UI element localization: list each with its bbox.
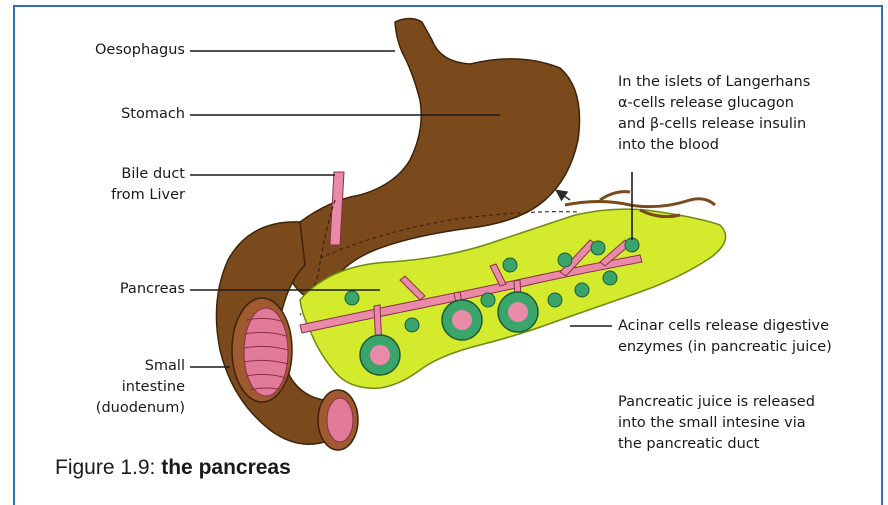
label-oesophagus: Oesophagus: [60, 40, 185, 61]
annotation-islets-line4: into the blood: [618, 135, 810, 156]
label-stomach: Stomach: [60, 104, 185, 125]
annotation-acinar-line2: enzymes (in pancreatic juice): [618, 337, 832, 358]
caption-prefix: Figure 1.9:: [55, 456, 161, 479]
annotation-juice-line2: into the small intesine via: [618, 413, 815, 434]
annotation-juice: Pancreatic juice is released into the sm…: [618, 392, 815, 455]
annotation-acinar: Acinar cells release digestive enzymes (…: [618, 316, 832, 358]
figure-caption: Figure 1.9: the pancreas: [55, 456, 291, 480]
annotation-juice-line3: the pancreatic duct: [618, 434, 815, 455]
annotation-islets: In the islets of Langerhans α-cells rele…: [618, 72, 810, 156]
caption-title: the pancreas: [161, 456, 291, 479]
annotation-islets-line2: α-cells release glucagon: [618, 93, 810, 114]
annotation-acinar-line1: Acinar cells release digestive: [618, 316, 832, 337]
annotation-juice-line1: Pancreatic juice is released: [618, 392, 815, 413]
label-small-intestine-line2: intestine: [60, 377, 185, 398]
label-small-intestine-line3: (duodenum): [60, 398, 185, 419]
label-bile-duct-line2: from Liver: [60, 185, 185, 206]
annotation-islets-line3: and β-cells release insulin: [618, 114, 810, 135]
label-small-intestine: Small intestine (duodenum): [60, 356, 185, 419]
annotation-islets-line1: In the islets of Langerhans: [618, 72, 810, 93]
label-bile-duct-line1: Bile duct: [60, 164, 185, 185]
label-small-intestine-line1: Small: [60, 356, 185, 377]
label-bile-duct: Bile duct from Liver: [60, 164, 185, 206]
label-pancreas: Pancreas: [60, 279, 185, 300]
